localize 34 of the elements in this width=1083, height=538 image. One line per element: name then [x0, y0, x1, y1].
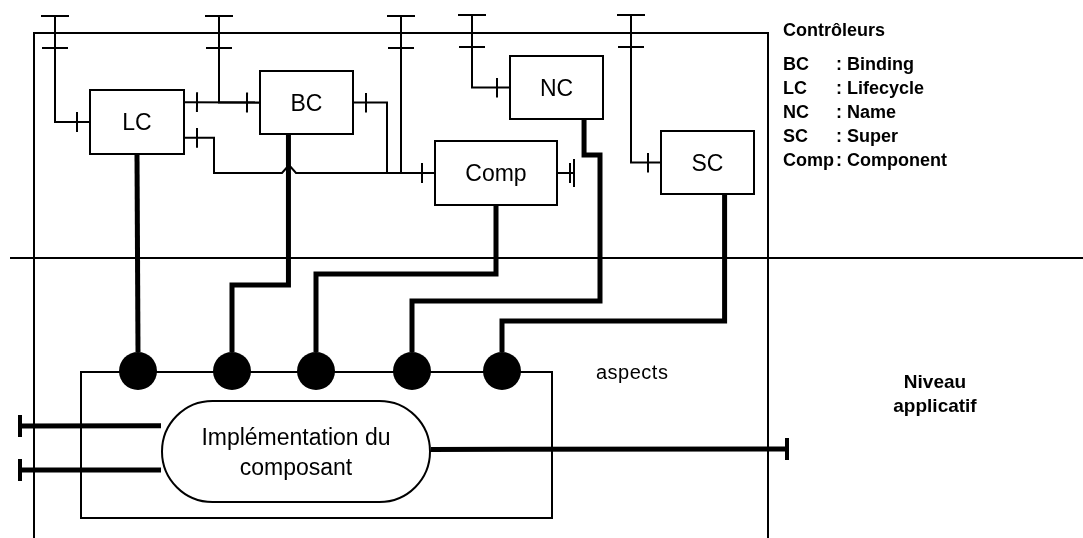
legend-entry: : Component: [836, 149, 947, 172]
controller-box: LC: [89, 89, 185, 155]
legend-entry: NC: [783, 101, 809, 124]
thick-connector: [18, 457, 161, 483]
legend-entry: SC: [783, 125, 808, 148]
controller-box: BC: [259, 70, 354, 135]
frame-box: [33, 32, 769, 538]
level-label: Niveau applicatif: [892, 370, 978, 418]
legend-entry: : Name: [836, 101, 897, 124]
controller-box: Comp: [434, 140, 558, 206]
interface-connector: [204, 15, 260, 114]
controller-box: SC: [660, 130, 755, 195]
legend-heading: Contrôleurs: [783, 19, 885, 42]
legend-entry: BC: [783, 53, 809, 76]
thick-connector: [229, 135, 291, 352]
implementation-pill: Implémentation du composant: [161, 400, 431, 503]
interface-connector: [616, 14, 661, 174]
aspects-label: aspects: [596, 360, 669, 384]
thick-connector: [313, 206, 499, 352]
thick-connector: [499, 195, 728, 352]
controller-box: NC: [509, 55, 604, 120]
thick-connector: [134, 155, 141, 352]
legend-entry: : Binding: [836, 53, 914, 76]
interface-connector: [457, 14, 510, 99]
interface-connector: [557, 158, 575, 188]
interface-connector: [40, 15, 90, 133]
thick-connector: [431, 436, 789, 462]
legend-entry: Comp: [783, 149, 834, 172]
legend-entry: LC: [783, 77, 807, 100]
interface-connector: [184, 91, 260, 114]
legend-entry: : Lifecycle: [836, 77, 925, 100]
legend-entry: : Super: [836, 125, 898, 148]
thick-connector: [409, 120, 603, 352]
thick-connector: [18, 413, 161, 439]
